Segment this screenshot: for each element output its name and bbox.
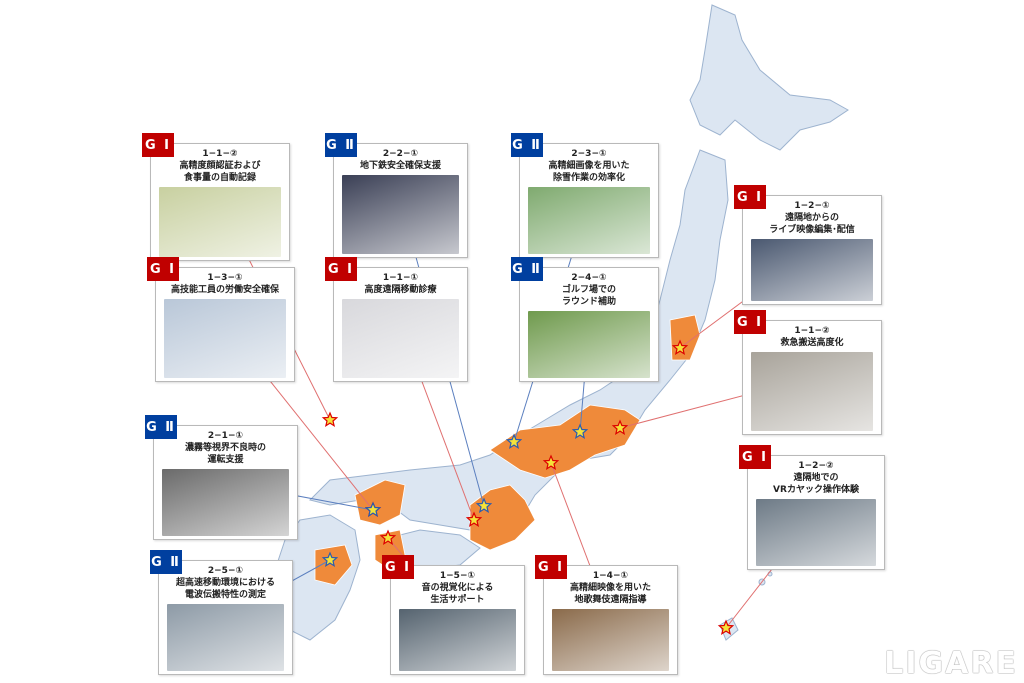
site-star-marker (671, 339, 689, 355)
project-code: 2−3−① (571, 149, 607, 159)
site-star-marker (364, 501, 382, 517)
subway-train-photo (342, 175, 459, 254)
site-star-marker (465, 511, 483, 527)
project-code: 1−4−① (592, 571, 629, 581)
project-title: 遠隔地からの ライブ映像編集･配信 (769, 213, 855, 235)
region-kinki (469, 484, 536, 551)
group-1-badge: G Ⅰ (142, 133, 174, 157)
snow-loader-photo (528, 187, 650, 254)
medical-truck-photo (342, 299, 459, 378)
project-card: 2−5−① 超高速移動環境における 電波伝搬特性の測定 (158, 560, 293, 675)
group-2-badge: G Ⅱ (511, 257, 543, 281)
group-2-badge: G Ⅱ (511, 133, 543, 157)
project-code: 1−1−② (794, 326, 830, 336)
project-card: 1−3−① 高技能工員の労働安全確保 (155, 267, 295, 382)
project-title: 遠隔地での VRカヤック操作体験 (773, 473, 859, 495)
project-code: 1−3−① (207, 273, 243, 283)
group-2-badge: G Ⅱ (325, 133, 357, 157)
site-star-marker (475, 497, 493, 513)
outdoor-performance-photo (399, 609, 516, 671)
project-title: 濃霧等視界不良時の 運転支援 (184, 443, 266, 465)
video-editing-room-photo (751, 239, 873, 301)
project-card: 2−4−① ゴルフ場での ラウンド補助 (519, 267, 659, 382)
project-code: 2−4−① (571, 273, 607, 283)
site-star-marker (542, 454, 560, 470)
project-title: 救急搬送高度化 (780, 338, 844, 348)
region-chiba-ibaraki (669, 314, 701, 361)
meal-trays-photo (159, 187, 281, 257)
site-star-marker (611, 419, 629, 435)
project-title: ゴルフ場での ラウンド補助 (561, 285, 616, 307)
project-card: 1−4−① 高精細映像を用いた 地歌舞伎遠隔指導 (543, 565, 678, 675)
project-title: 超高速移動環境における 電波伝搬特性の測定 (175, 578, 275, 600)
site-star-marker (379, 529, 397, 545)
project-title: 高精度顔認証および 食事量の自動記録 (179, 161, 261, 183)
group-1-badge: G Ⅰ (325, 257, 357, 281)
project-title: 高精細画像を用いた 除雪作業の効率化 (548, 161, 630, 183)
project-title: 高精細映像を用いた 地歌舞伎遠隔指導 (569, 583, 651, 605)
project-code: 1−1−① (382, 273, 419, 283)
kabuki-stage-photo (552, 609, 669, 671)
project-title: 高度遠隔移動診療 (364, 285, 437, 295)
vr-kayak-photo (756, 499, 876, 566)
group-2-badge: G Ⅱ (145, 415, 177, 439)
region-chubu (489, 404, 641, 479)
project-code: 2−1−① (207, 431, 244, 441)
ligare-watermark: LIGARE (884, 646, 1018, 681)
group-1-badge: G Ⅰ (734, 310, 766, 334)
project-card: 1−1−① 高度遠隔移動診療 (333, 267, 468, 382)
construction-crane-photo (164, 299, 286, 378)
project-code: 2−2−① (382, 149, 419, 159)
project-code: 2−5−① (207, 566, 244, 576)
project-card: 2−3−① 高精細画像を用いた 除雪作業の効率化 (519, 143, 659, 258)
site-star-marker (321, 411, 339, 427)
region-chugoku (354, 479, 406, 526)
group-1-badge: G Ⅰ (739, 445, 771, 469)
golf-course-photo (528, 311, 650, 378)
emergency-monitor-photo (751, 352, 873, 431)
project-title: 音の視覚化による 生活サポート (421, 583, 494, 605)
group-1-badge: G Ⅰ (734, 185, 766, 209)
site-star-marker (717, 619, 735, 635)
project-card: 1−2−① 遠隔地からの ライブ映像編集･配信 (742, 195, 882, 305)
group-1-badge: G Ⅰ (382, 555, 414, 579)
race-track-photo (167, 604, 284, 671)
project-code: 1−5−① (439, 571, 476, 581)
project-card: 1−1−② 救急搬送高度化 (742, 320, 882, 435)
site-star-marker (505, 433, 523, 449)
project-card: 2−1−① 濃霧等視界不良時の 運転支援 (153, 425, 298, 540)
hokkaido (689, 4, 849, 151)
site-star-marker (321, 551, 339, 567)
group-1-badge: G Ⅰ (147, 257, 179, 281)
infrared-road-photo (162, 469, 289, 536)
project-card: 1−1−② 高精度顔認証および 食事量の自動記録 (150, 143, 290, 261)
group-1-badge: G Ⅰ (535, 555, 567, 579)
project-title: 地下鉄安全確保支援 (359, 161, 441, 171)
project-card: 1−2−② 遠隔地での VRカヤック操作体験 (747, 455, 885, 570)
project-title: 高技能工員の労働安全確保 (170, 285, 279, 295)
site-star-marker (571, 423, 589, 439)
project-card: 1−5−① 音の視覚化による 生活サポート (390, 565, 525, 675)
group-2-badge: G Ⅱ (150, 550, 182, 574)
project-code: 1−1−② (202, 149, 238, 159)
project-code: 1−2−① (794, 201, 830, 211)
project-code: 1−2−② (798, 461, 834, 471)
project-card: 2−2−① 地下鉄安全確保支援 (333, 143, 468, 258)
